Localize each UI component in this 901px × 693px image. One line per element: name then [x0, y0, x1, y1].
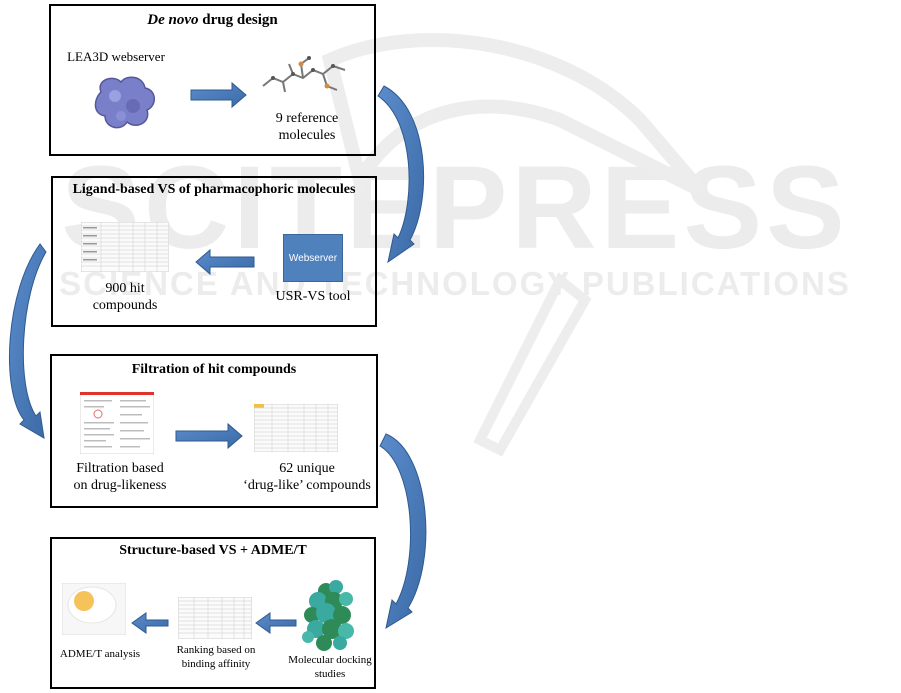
unique-compounds-table-image: [254, 404, 338, 452]
box-ligand-based-vs: Ligand-based VS of pharmacophoric molecu…: [51, 176, 377, 327]
box3-right-label-line2: ‘drug-like’ compounds: [243, 478, 371, 493]
box4-left-label: ADME/T analysis: [59, 648, 141, 660]
box1-right-label: 9 reference molecules: [257, 110, 357, 144]
molecule-structure-image: [262, 56, 346, 93]
box4-right-label: Molecular docking studies: [280, 653, 380, 681]
box4-middle-label-line1: Ranking based on: [176, 644, 256, 656]
docking-protein-image: [302, 580, 354, 651]
curved-arrow-box2-to-box3: [9, 243, 47, 439]
box3-left-label: Filtration based on drug-likeness: [60, 460, 180, 494]
box2-left-label-line2: compounds: [92, 298, 158, 313]
box4-right-label-line1: Molecular docking: [288, 654, 372, 666]
box4-title: Structure-based VS + ADME/T: [119, 543, 307, 558]
watermark-swoosh: [321, 33, 706, 199]
webserver-box: Webserver: [283, 234, 343, 282]
box2-right-label: USR-VS tool: [275, 289, 351, 304]
box3-right-label: 62 unique ‘drug-like’ compounds: [242, 460, 372, 494]
box1-title-italic: De novo: [147, 12, 199, 28]
box1-title: De novo drug design: [51, 12, 374, 29]
box3-title: Filtration of hit compounds: [131, 362, 297, 377]
box3-left-label-line1: Filtration based: [76, 461, 164, 476]
box2-left-label: 900 hit compounds: [75, 280, 175, 314]
box-structure-based-vs: Structure-based VS + ADME/T ADME/T analy…: [50, 537, 376, 689]
protein-surface-image: [94, 76, 155, 129]
box1-left-label: LEA3D webserver: [67, 49, 165, 64]
filtration-report-image: [80, 392, 154, 454]
watermark-quill: [473, 272, 592, 457]
box3-right-label-line1: 62 unique: [279, 461, 335, 476]
box2-title: Ligand-based VS of pharmacophoric molecu…: [72, 182, 356, 197]
box2-left-label-line1: 900 hit: [105, 281, 145, 296]
box-filtration: Filtration of hit compounds Filtration b…: [50, 354, 378, 508]
box4-middle-label-line2: binding affinity: [181, 658, 251, 670]
box1-title-rest: drug design: [198, 12, 278, 28]
box1-right-label-line1: 9 reference: [275, 111, 339, 126]
box4-right-label-line2: studies: [314, 668, 346, 680]
box-de-novo-design: De novo drug design LEA3D webserver 9 re…: [49, 4, 376, 156]
curved-arrow-box1-to-box2: [377, 85, 424, 264]
box3-left-label-line2: on drug-likeness: [73, 478, 167, 493]
hit-table-image: [81, 222, 169, 272]
box1-right-label-line2: molecules: [278, 128, 336, 143]
ranking-table-image: [178, 597, 252, 639]
adme-plot-image: [62, 583, 126, 635]
box4-middle-label: Ranking based on binding affinity: [164, 643, 268, 671]
curved-arrow-box3-to-box4: [379, 433, 427, 630]
